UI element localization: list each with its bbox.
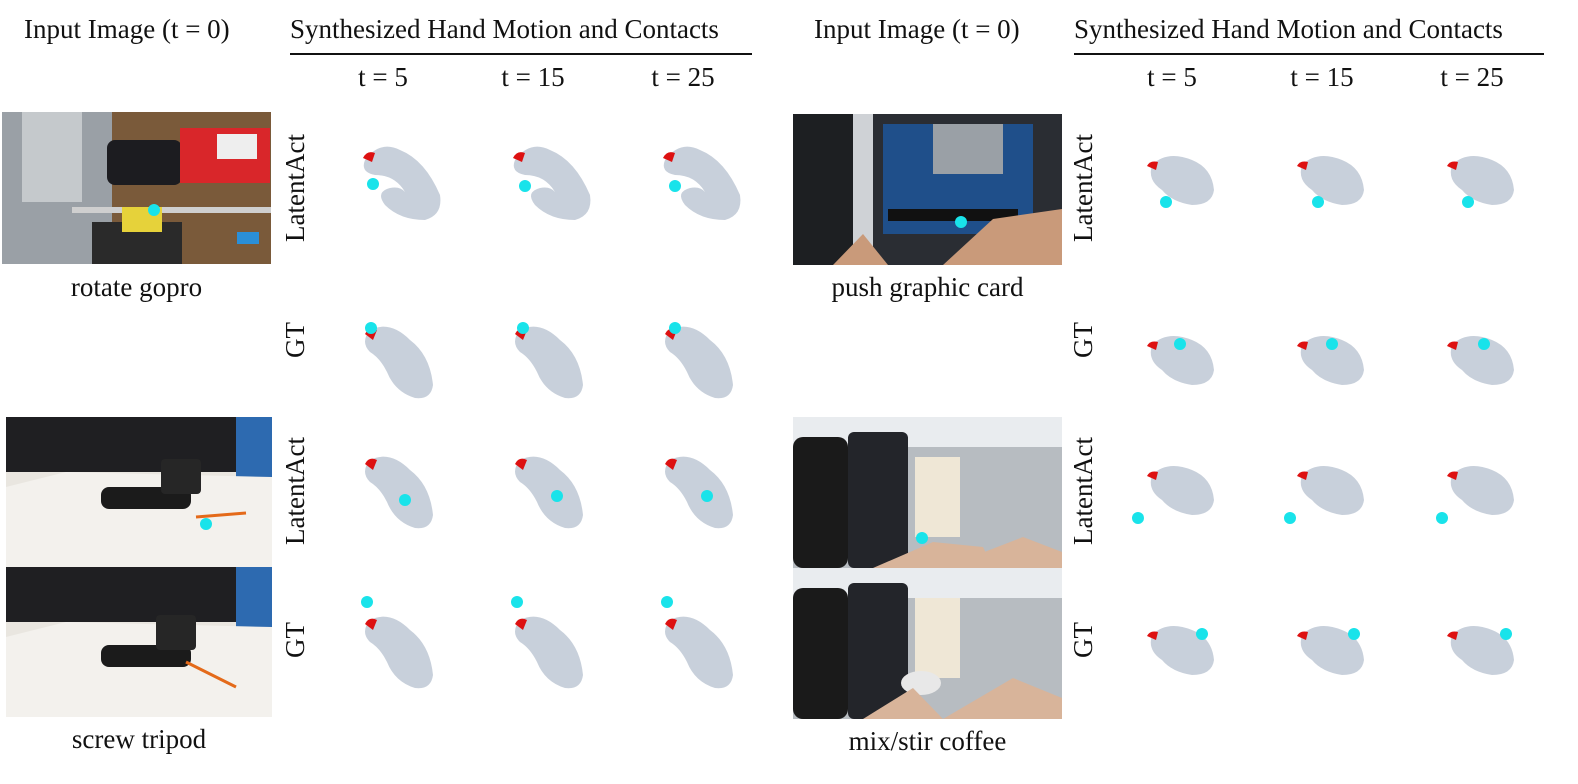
contact-keypoint-dot xyxy=(661,596,673,608)
contact-keypoint-dot xyxy=(1312,196,1324,208)
contact-keypoint-dot xyxy=(1462,196,1474,208)
left-hand-render-r3-t1 xyxy=(345,430,455,540)
contact-keypoint-dot xyxy=(1196,628,1208,640)
right-row-label-gt-2: GT xyxy=(1068,622,1098,658)
contact-keypoint-dot xyxy=(1284,512,1296,524)
input-photo-screw-tripod-2 xyxy=(6,567,272,717)
contact-keypoint-dot xyxy=(1348,628,1360,640)
contact-keypoint-dot xyxy=(511,596,523,608)
left-row-label-gt-2: GT xyxy=(280,622,310,658)
left-time-label-5: t = 5 xyxy=(358,62,408,92)
left-time-label-25: t = 25 xyxy=(651,62,715,92)
right-time-label-25: t = 25 xyxy=(1440,62,1504,92)
caption-push-graphic-card: push graphic card xyxy=(831,272,1024,302)
left-hand-render-r2-t2 xyxy=(495,300,605,410)
right-header-rule xyxy=(1074,53,1544,55)
right-hand-render-r2-t3 xyxy=(1432,300,1542,410)
input-photo-screw-tripod-1 xyxy=(6,417,272,567)
right-hand-render-r3-t3 xyxy=(1432,430,1542,540)
contact-keypoint-dot xyxy=(517,322,529,334)
input-photo-mix-stir-coffee-1 xyxy=(793,417,1062,568)
contact-keypoint-dot xyxy=(1160,196,1172,208)
left-input-header: Input Image (t = 0) xyxy=(24,14,230,44)
contact-keypoint-dot xyxy=(361,596,373,608)
contact-keypoint-dot xyxy=(1436,512,1448,524)
left-header-rule xyxy=(290,53,752,55)
right-hand-render-r4-t3 xyxy=(1432,590,1542,700)
contact-keypoint-dot xyxy=(1132,512,1144,524)
contact-keypoint-dot xyxy=(551,490,563,502)
right-row-label-latentact-2: LatentAct xyxy=(1068,437,1098,545)
right-time-label-15: t = 15 xyxy=(1290,62,1354,92)
right-row-label-latentact-1: LatentAct xyxy=(1068,134,1098,242)
contact-keypoint-dot xyxy=(399,494,411,506)
contact-keypoint-dot xyxy=(669,180,681,192)
left-row-label-gt-1: GT xyxy=(280,322,310,358)
right-hand-render-r2-t2 xyxy=(1282,300,1392,410)
left-hand-render-r4-t1 xyxy=(345,590,455,700)
caption-mix-stir-coffee: mix/stir coffee xyxy=(848,726,1007,756)
left-hand-render-r1-t2 xyxy=(495,120,605,230)
left-hand-render-r1-t3 xyxy=(645,120,755,230)
right-hand-render-r1-t1 xyxy=(1132,120,1242,230)
caption-rotate-gopro: rotate gopro xyxy=(70,272,203,302)
contact-keypoint-dot xyxy=(1500,628,1512,640)
input-photo-mix-stir-coffee-2 xyxy=(793,568,1062,719)
left-hand-render-r4-t2 xyxy=(495,590,605,700)
left-hand-render-r2-t1 xyxy=(345,300,455,410)
left-hand-render-r2-t3 xyxy=(645,300,755,410)
contact-keypoint-dot xyxy=(701,490,713,502)
left-hand-render-r3-t3 xyxy=(645,430,755,540)
left-row-label-latentact-1: LatentAct xyxy=(280,134,310,242)
right-hand-render-r1-t3 xyxy=(1432,120,1542,230)
left-synth-header: Synthesized Hand Motion and Contacts xyxy=(290,14,719,44)
contact-keypoint-dot xyxy=(365,322,377,334)
contact-keypoint-dot xyxy=(669,322,681,334)
contact-keypoint-dot xyxy=(1478,338,1490,350)
right-row-label-gt-1: GT xyxy=(1068,322,1098,358)
contact-keypoint-dot xyxy=(519,180,531,192)
left-row-label-latentact-2: LatentAct xyxy=(280,437,310,545)
right-time-label-5: t = 5 xyxy=(1147,62,1197,92)
right-hand-render-r1-t2 xyxy=(1282,120,1392,230)
left-hand-render-r1-t1 xyxy=(345,120,455,230)
left-time-label-15: t = 15 xyxy=(501,62,565,92)
right-hand-render-r4-t1 xyxy=(1132,590,1242,700)
input-photo-rotate-gopro xyxy=(2,112,271,264)
right-hand-render-r4-t2 xyxy=(1282,590,1392,700)
right-synth-header: Synthesized Hand Motion and Contacts xyxy=(1074,14,1503,44)
contact-keypoint-dot xyxy=(1326,338,1338,350)
right-hand-render-r2-t1 xyxy=(1132,300,1242,410)
left-hand-render-r4-t3 xyxy=(645,590,755,700)
input-photo-push-graphic-card xyxy=(793,114,1062,265)
right-hand-render-r3-t1 xyxy=(1132,430,1242,540)
right-hand-render-r3-t2 xyxy=(1282,430,1392,540)
caption-screw-tripod: screw tripod xyxy=(71,724,207,754)
left-hand-render-r3-t2 xyxy=(495,430,605,540)
contact-keypoint-dot xyxy=(1174,338,1186,350)
right-input-header: Input Image (t = 0) xyxy=(814,14,1020,44)
contact-keypoint-dot xyxy=(367,178,379,190)
